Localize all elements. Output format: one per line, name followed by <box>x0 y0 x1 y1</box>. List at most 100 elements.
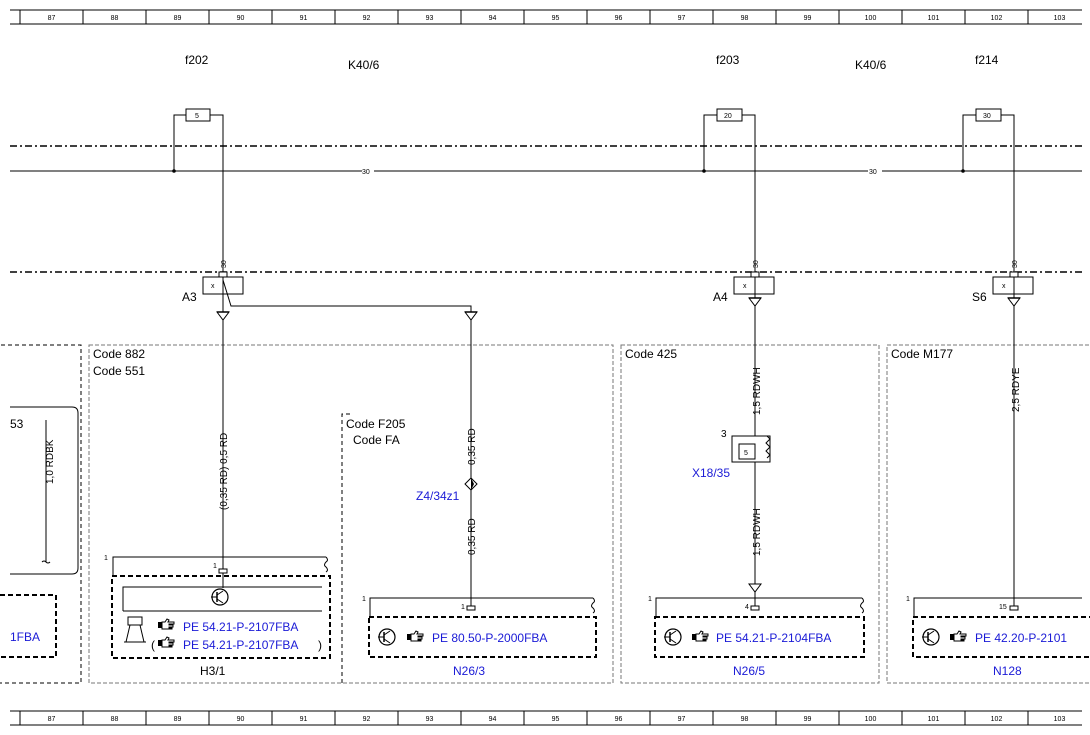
ruler-column-label: 100 <box>865 15 877 22</box>
relay-pin: 3 <box>721 429 727 440</box>
ruler-column-label: 97 <box>678 716 686 723</box>
component-id[interactable]: N26/5 <box>733 664 765 678</box>
code-group-425 <box>620 344 880 684</box>
fuse-label: f214 <box>975 53 999 67</box>
component-ref[interactable]: PE 54.21-P-2107FBA <box>183 620 298 634</box>
wire-label: 0,35 RD <box>467 518 478 555</box>
bus-terminal-label: 30 <box>869 169 877 176</box>
pin-label: 1 <box>213 563 217 570</box>
ruler-column-label: 89 <box>174 15 182 22</box>
connector-label: A4 <box>713 290 728 304</box>
code-label: Code 551 <box>93 364 145 378</box>
connector-pin: 30 <box>753 260 760 268</box>
component-id: H3/1 <box>200 664 226 678</box>
pin-label: 1 <box>461 604 465 611</box>
ruler-column-label: 90 <box>237 716 245 723</box>
ruler-column-label: 92 <box>363 15 371 22</box>
paren-close: ) <box>318 638 322 652</box>
wire-label: 1,5 RDWH <box>752 508 763 556</box>
ruler-column-label: 88 <box>111 15 119 22</box>
ruler-column-label: 99 <box>804 15 812 22</box>
connector-label: A3 <box>182 290 197 304</box>
code-label: Code F205 <box>346 417 406 431</box>
ruler-column-label: 96 <box>615 15 623 22</box>
ruler-column-label: 103 <box>1054 716 1066 723</box>
ruler-column-label: 91 <box>300 15 308 22</box>
pointing-hand-icon <box>691 630 709 642</box>
ruler-column-label: 90 <box>237 15 245 22</box>
partial-number: 53 <box>10 417 24 431</box>
ruler-column-label: 103 <box>1054 15 1066 22</box>
pointing-hand-icon <box>157 636 175 648</box>
ruler-column-label: 101 <box>928 716 940 723</box>
component-ref[interactable]: PE 54.21-P-2107FBA <box>183 638 298 652</box>
fuse-f203: f203 20 <box>703 53 756 272</box>
ruler-column-label: 94 <box>489 716 497 723</box>
pin-label: 1 <box>362 596 366 603</box>
fuse-f202: f202 5 <box>173 53 224 272</box>
component-id[interactable]: N26/3 <box>453 664 485 678</box>
code-label: Code 882 <box>93 347 145 361</box>
transistor-icon <box>921 628 940 646</box>
speaker-icon <box>124 616 146 643</box>
connector-mark: x <box>1002 283 1006 290</box>
ruler-column-label: 87 <box>48 716 56 723</box>
ruler-column-label: 102 <box>991 716 1003 723</box>
left-partial-group: 53 1,0 RDBK 1FBA <box>0 344 82 684</box>
wire-label: 2,5 RDYE <box>1011 367 1022 412</box>
pointing-hand-icon <box>949 630 967 642</box>
ruler-column-label: 98 <box>741 15 749 22</box>
ruler-column-label: 100 <box>865 716 877 723</box>
ruler-column-label: 93 <box>426 716 434 723</box>
ruler-column-label: 93 <box>426 15 434 22</box>
component-id[interactable]: N128 <box>993 664 1022 678</box>
pin-label: 1 <box>648 596 652 603</box>
pointing-hand-icon <box>157 618 175 630</box>
ruler-column-label: 96 <box>615 716 623 723</box>
relay-pin: 5 <box>744 450 748 457</box>
connector-mark: x <box>211 283 215 290</box>
fuse-label: f203 <box>716 53 740 67</box>
fuse-box-label: K40/6 <box>855 58 887 72</box>
code-label: Code FA <box>353 433 400 447</box>
component-ref[interactable]: PE 42.20-P-2101 <box>975 631 1067 645</box>
fuse-rating: 5 <box>195 113 199 120</box>
wire-label: 1,0 RDBK <box>45 439 56 484</box>
component-ref[interactable]: 1FBA <box>10 630 40 644</box>
code-group-f205-fa <box>341 413 352 683</box>
ruler-column-label: 95 <box>552 716 560 723</box>
fuse-label: f202 <box>185 53 209 67</box>
fuse-box-label: K40/6 <box>348 58 380 72</box>
ruler-column-label: 101 <box>928 15 940 22</box>
connector-label: S6 <box>972 290 987 304</box>
pin-label: 4 <box>745 604 749 611</box>
bus-terminal-label: 30 <box>362 169 370 176</box>
connector-pin: 30 <box>221 260 228 268</box>
pin-label: 1 <box>906 596 910 603</box>
code-label: Code M177 <box>891 347 953 361</box>
fuse-f214: f214 30 <box>962 53 1015 272</box>
component-ref[interactable]: PE 54.21-P-2104FBA <box>716 631 831 645</box>
connector-s6: 30 x S6 <box>972 260 1034 307</box>
fuse-rating: 20 <box>724 113 732 120</box>
code-group-m177 <box>886 344 1090 684</box>
n128-component <box>912 616 1090 658</box>
terminal-30-bus: 30 30 <box>10 169 1082 176</box>
ruler-column-label: 99 <box>804 716 812 723</box>
relay-label[interactable]: X18/35 <box>692 466 730 480</box>
component-ref[interactable]: PE 80.50-P-2000FBA <box>432 631 547 645</box>
ruler-column-label: 95 <box>552 15 560 22</box>
relay-x18-35: 5 3 X18/35 <box>692 429 771 480</box>
h3-1-component <box>111 575 331 659</box>
splice-label[interactable]: Z4/34z1 <box>416 489 460 503</box>
n26-3-circuit: 0,35 RD Z4/34z1 0,35 RD 1 1 PE 80.50-P-2… <box>362 320 597 678</box>
pointing-hand-icon <box>406 630 424 642</box>
n128-circuit: 2,5 RDYE 1 15 PE 42.20-P-2101 N128 <box>906 306 1090 678</box>
transistor-icon <box>377 628 396 646</box>
ruler-column-label: 92 <box>363 716 371 723</box>
pin-label: 15 <box>999 604 1007 611</box>
transistor-icon <box>663 628 682 646</box>
